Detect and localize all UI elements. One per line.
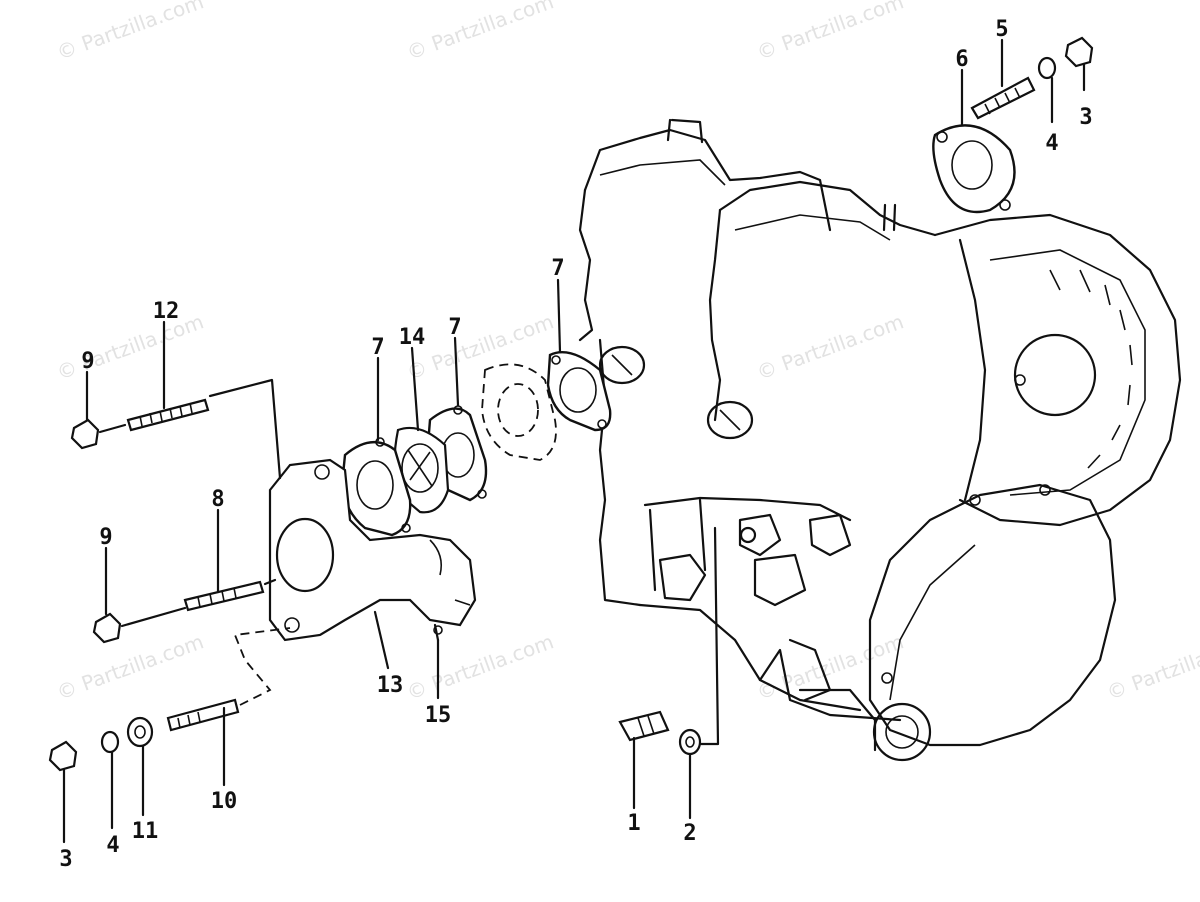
part-label: 10	[211, 789, 238, 814]
watermark: © Partzilla.com	[54, 0, 207, 65]
watermark: © Partzilla.com	[54, 629, 207, 704]
leader-line	[698, 526, 720, 746]
part-labels: 5 6 3 4 7 12 7 14 7 9 8 9 13 15 10 1 2 1…	[59, 17, 1092, 872]
watermark: © Partzilla.com	[754, 0, 907, 65]
nut-part-9	[92, 546, 122, 644]
intake-manifold-part-13	[268, 458, 477, 642]
part-label: 3	[1079, 105, 1092, 130]
watermark: © Partzilla.com	[404, 0, 557, 65]
part-label: 9	[99, 525, 112, 550]
part-label: 6	[955, 47, 968, 72]
heat-shield	[481, 363, 557, 461]
leader-line	[263, 578, 277, 586]
gasket-part-7	[546, 350, 612, 432]
nut-part-9	[70, 370, 100, 450]
watermark: © Partzilla.com	[754, 309, 907, 384]
part-label: 7	[448, 315, 461, 340]
watermark: © Partzilla.com	[754, 629, 907, 704]
leader-line	[556, 278, 562, 354]
leader-line	[208, 378, 282, 480]
drain-screw-part-1	[618, 710, 670, 810]
part-label: 9	[81, 349, 94, 374]
washer-part-4	[100, 730, 120, 830]
part-label: 14	[399, 325, 426, 350]
nut-part-3	[1064, 36, 1094, 92]
gasket-part-6	[932, 124, 1016, 214]
part-label: 1	[627, 811, 640, 836]
stud-part-12	[126, 320, 210, 432]
watermark: © Partzilla.com	[1104, 629, 1200, 704]
part-label: 7	[551, 256, 564, 281]
part-label: 5	[995, 17, 1008, 42]
part-label: 4	[106, 833, 119, 858]
washer-part-4	[1037, 56, 1057, 124]
part-label: 4	[1045, 131, 1058, 156]
watermark: © Partzilla.com	[54, 309, 207, 384]
washer-part-2	[678, 728, 702, 820]
stud-part-10	[166, 698, 240, 787]
part-label: 3	[59, 847, 72, 872]
part-label: 8	[211, 487, 224, 512]
part-label: 13	[377, 673, 404, 698]
part-label: 11	[132, 819, 159, 844]
part-label: 7	[371, 335, 384, 360]
part-label: 2	[683, 821, 696, 846]
leader-line	[98, 423, 127, 434]
washer-part-11	[126, 716, 154, 817]
leader-line	[373, 610, 390, 670]
watermark: © Partzilla.com	[404, 309, 557, 384]
stud-part-5	[970, 38, 1036, 120]
part-label: 15	[425, 703, 452, 728]
nut-part-3	[48, 740, 78, 844]
leader-line	[120, 606, 187, 628]
watermark: © Partzilla.com	[404, 629, 557, 704]
stud-part-8	[183, 508, 265, 612]
leader-line	[233, 627, 291, 706]
engine-assembly	[578, 118, 1182, 762]
part-label: 12	[153, 299, 180, 324]
leader-line	[410, 346, 420, 432]
leader-line	[453, 336, 460, 407]
